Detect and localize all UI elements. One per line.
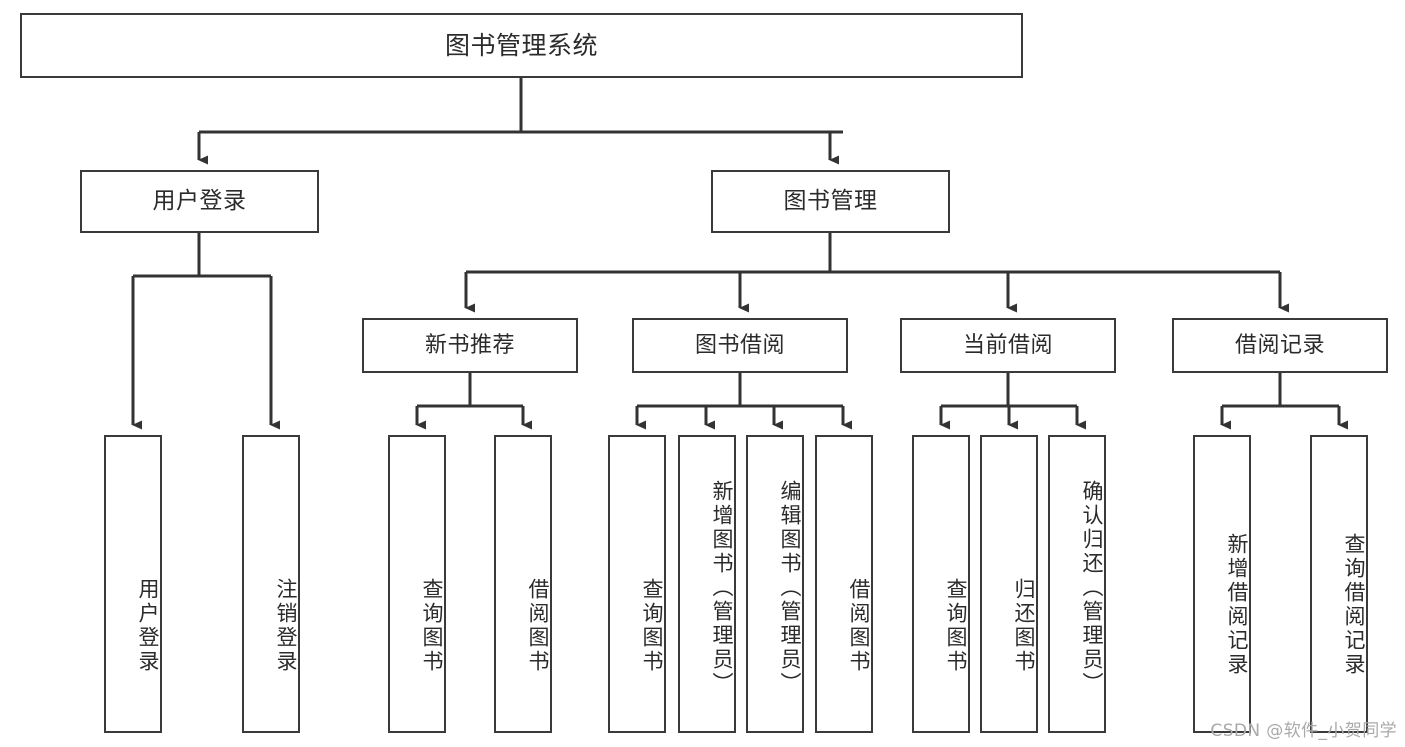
leaf-current-borrow-return-label: 归还图书 (1012, 578, 1036, 674)
node-current-borrow-label: 当前借阅 (962, 332, 1053, 358)
leaf-current-borrow-query-label: 查询图书 (944, 578, 968, 674)
node-user-login-label: 用户登录 (152, 187, 247, 214)
node-book-management[interactable]: 图书管理 (711, 170, 950, 233)
leaf-user-login-signin-label: 用户登录 (136, 578, 160, 674)
node-book-borrow-label: 图书借阅 (694, 332, 785, 358)
leaf-book-borrow-borrow-label: 借阅图书 (847, 578, 871, 674)
node-book-management-label: 图书管理 (783, 187, 878, 214)
leaf-current-borrow-confirm[interactable]: 确认归还（管理员） (1048, 435, 1106, 733)
node-book-borrow[interactable]: 图书借阅 (632, 318, 848, 373)
leaf-current-borrow-confirm-label: 确认归还（管理员） (1080, 480, 1104, 696)
leaf-book-borrow-add[interactable]: 新增图书（管理员） (678, 435, 736, 733)
leaf-borrow-record-add-label: 新增借阅记录 (1225, 533, 1249, 677)
node-root-system[interactable]: 图书管理系统 (20, 13, 1023, 78)
leaf-borrow-record-add[interactable]: 新增借阅记录 (1193, 435, 1251, 733)
leaf-new-book-borrow-label: 借阅图书 (526, 578, 550, 674)
leaf-new-book-borrow[interactable]: 借阅图书 (494, 435, 552, 733)
leaf-book-borrow-query[interactable]: 查询图书 (608, 435, 666, 733)
leaf-borrow-record-query-label: 查询借阅记录 (1342, 533, 1366, 677)
leaf-new-book-query[interactable]: 查询图书 (388, 435, 446, 733)
leaf-borrow-record-query[interactable]: 查询借阅记录 (1310, 435, 1368, 733)
leaf-user-login-logout-label: 注销登录 (274, 578, 298, 674)
leaf-new-book-query-label: 查询图书 (420, 578, 444, 674)
leaf-user-login-logout[interactable]: 注销登录 (242, 435, 300, 733)
leaf-book-borrow-add-label: 新增图书（管理员） (710, 480, 734, 696)
leaf-user-login-signin[interactable]: 用户登录 (104, 435, 162, 733)
node-current-borrow[interactable]: 当前借阅 (900, 318, 1116, 373)
leaf-current-borrow-return[interactable]: 归还图书 (980, 435, 1038, 733)
leaf-book-borrow-edit-label: 编辑图书（管理员） (778, 480, 802, 696)
node-new-book-recommend-label: 新书推荐 (424, 332, 515, 358)
node-new-book-recommend[interactable]: 新书推荐 (362, 318, 578, 373)
node-borrow-record-label: 借阅记录 (1234, 332, 1325, 358)
node-user-login[interactable]: 用户登录 (80, 170, 319, 233)
leaf-book-borrow-query-label: 查询图书 (640, 578, 664, 674)
leaf-current-borrow-query[interactable]: 查询图书 (912, 435, 970, 733)
leaf-book-borrow-edit[interactable]: 编辑图书（管理员） (746, 435, 804, 733)
node-root-label: 图书管理系统 (444, 30, 598, 60)
node-borrow-record[interactable]: 借阅记录 (1172, 318, 1388, 373)
leaf-book-borrow-borrow[interactable]: 借阅图书 (815, 435, 873, 733)
